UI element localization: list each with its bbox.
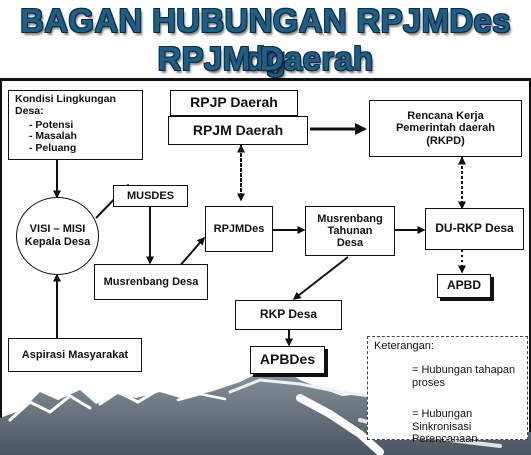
musrenbang-tahunan-line1: Musrenbang [317, 212, 383, 225]
node-musdes: MUSDES [113, 185, 188, 207]
node-aspirasi-masyarakat: Aspirasi Masyarakat [8, 338, 142, 372]
rkpd-line1: Rencana Kerja [407, 110, 484, 123]
kondisi-item: Potensi [29, 119, 136, 132]
node-rkp-desa: RKP Desa [235, 300, 342, 330]
node-kondisi-lingkungan: Kondisi Lingkungan Desa: Potensi Masalah… [8, 90, 143, 160]
node-rpjp-daerah: RPJP Daerah [170, 90, 298, 116]
slide-title-line2: RPJM Daerah [157, 40, 374, 77]
node-apbd: APBD [437, 274, 491, 298]
slide-title-line1: BAGAN HUBUNGAN RPJMDes dg [20, 2, 511, 77]
node-rpjmdes: RPJMDes [205, 206, 273, 252]
arrow-musrenbang-tahunan-to-rkp [292, 256, 349, 300]
title-divider [0, 78, 531, 81]
node-du-rkp-desa: DU-RKP Desa [425, 208, 524, 250]
rkpd-line3: (RKPD) [426, 134, 465, 147]
kondisi-item: Masalah [29, 130, 136, 143]
frame-left-border [0, 78, 2, 455]
musrenbang-tahunan-line2: Tahunan [327, 224, 373, 237]
legend-solid-label: = Hubungan tahapan proses [412, 364, 516, 389]
legend-title: Keterangan: [374, 340, 434, 352]
kondisi-list: Potensi Masalah Peluang [15, 119, 136, 155]
legend: Keterangan: = Hubungan tahapan proses = … [367, 336, 528, 445]
frame-right-border [529, 78, 531, 455]
rkpd-line2: Pemerintah daerah [395, 122, 496, 135]
title-band: BAGAN HUBUNGAN RPJMDes dg RPJM Daerah [0, 0, 531, 78]
node-musrenbang-desa: Musrenbang Desa [94, 264, 208, 300]
kondisi-item: Peluang [29, 142, 136, 155]
musrenbang-tahunan-line3: Desa [336, 237, 364, 250]
arrow-musrenbang-desa-to-rpjmdes [177, 236, 205, 269]
visi-line2: Kepala Desa [24, 236, 91, 248]
node-visi-misi: VISI – MISI Kepala Desa [16, 197, 99, 275]
visi-line1: VISI – MISI [29, 223, 86, 236]
node-musrenbang-tahunan: Musrenbang Tahunan Desa [305, 206, 395, 256]
node-rkpd: Rencana Kerja Pemerintah daerah (RKPD) [369, 100, 522, 157]
node-rpjm-daerah: RPJM Daerah [168, 116, 308, 145]
node-apbdes: APBDes [250, 346, 325, 374]
kondisi-heading: Kondisi Lingkungan Desa: [15, 93, 116, 117]
legend-dotted-label: = Hubungan Sinkronisasi Perencanaan [412, 408, 478, 446]
